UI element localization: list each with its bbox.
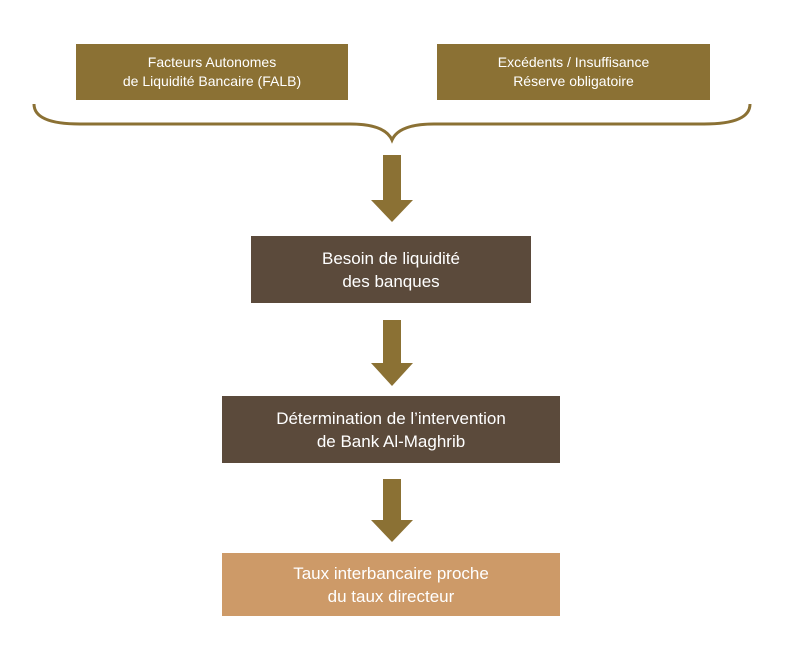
intervention-line2: de Bank Al-Maghrib bbox=[316, 431, 466, 451]
besoin-line1: Besoin de liquidité bbox=[322, 248, 460, 268]
falb-line1: Facteurs Autonomes bbox=[147, 54, 277, 70]
taux-line1: Taux interbancaire proche bbox=[293, 563, 489, 583]
down-arrow-icon bbox=[371, 155, 413, 222]
taux-interbancaire-box: Taux interbancaire proche du taux direct… bbox=[222, 553, 560, 616]
falb-line2: de Liquidité Bancaire (FALB) bbox=[122, 73, 302, 89]
curly-brace bbox=[32, 103, 752, 144]
reserve-box: Excédents / Insuffisance Réserve obligat… bbox=[437, 44, 710, 100]
taux-line2: du taux directeur bbox=[327, 586, 455, 606]
intervention-line1: Détermination de l’intervention bbox=[276, 408, 506, 428]
besoin-liquidite-box: Besoin de liquidité des banques bbox=[251, 236, 531, 303]
besoin-line2: des banques bbox=[342, 271, 440, 291]
falb-box: Facteurs Autonomes de Liquidité Bancaire… bbox=[76, 44, 348, 100]
reserve-line1: Excédents / Insuffisance bbox=[497, 54, 650, 70]
down-arrow-icon bbox=[371, 320, 413, 386]
down-arrow-icon bbox=[371, 479, 413, 542]
intervention-box: Détermination de l’intervention de Bank … bbox=[222, 396, 560, 463]
reserve-line2: Réserve obligatoire bbox=[513, 73, 634, 89]
